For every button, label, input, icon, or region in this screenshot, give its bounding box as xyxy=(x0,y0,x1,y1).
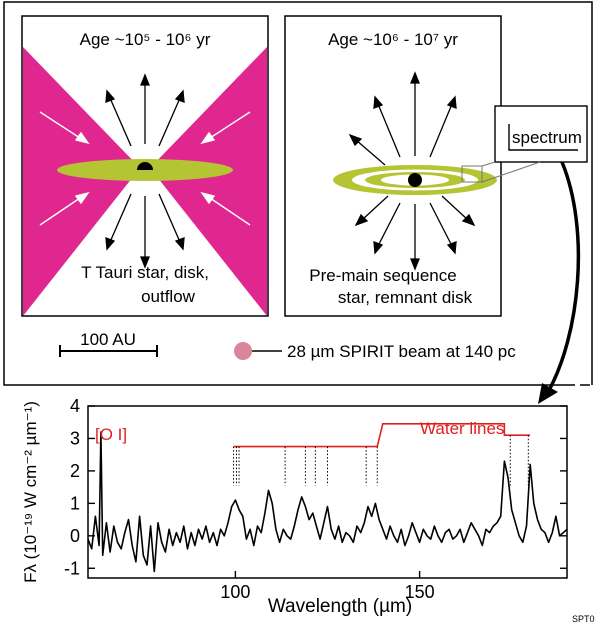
outflow-arrows-left xyxy=(105,73,185,269)
x-axis-label: Wavelength (µm) xyxy=(268,596,412,617)
x-tick-label: 100 xyxy=(220,582,250,602)
x-tick-label: 150 xyxy=(405,582,435,602)
right-caption-line1: Pre-main sequence xyxy=(309,266,456,285)
inflow-arrows xyxy=(39,111,251,226)
spectrum-region-marker xyxy=(461,165,483,183)
outflow-cone-right xyxy=(150,47,267,316)
water-bracket-link xyxy=(376,423,531,447)
spectrum-callout-icon xyxy=(508,124,578,151)
y-axis-ticks: -1 0 1 2 3 4 xyxy=(64,396,567,578)
beam-label: 28 µm SPIRIT beam at 140 pc xyxy=(287,342,516,361)
y-tick-label: 3 xyxy=(70,428,80,448)
left-age-label: Age ~10⁵ - 10⁶ yr xyxy=(80,30,211,49)
outflow-cone-left xyxy=(23,47,140,316)
right-age-label: Age ~10⁶ - 10⁷ yr xyxy=(328,30,458,49)
plot-frame xyxy=(87,405,568,579)
x-axis-ticks: 100 150 xyxy=(220,571,435,602)
beam-circle xyxy=(234,342,252,360)
water-line-markers xyxy=(233,423,531,486)
spectrum-chart: -1 0 1 2 3 4 100 150 [O I] Water lines Wavelen… xyxy=(21,396,595,624)
left-panel: Age ~10⁵ - 10⁶ yr T Tauri star, disk, ou… xyxy=(21,15,269,317)
right-panel: spectrum Age ~10⁶ - 10⁷ yr Pre-main sequ… xyxy=(284,15,588,317)
spectrum-label: spectrum xyxy=(512,128,582,147)
water-lines-annotation: Water lines xyxy=(420,419,504,438)
spectrum-trace xyxy=(87,431,568,573)
figure-id: SPT0 xyxy=(572,614,595,624)
connector-arrow xyxy=(546,161,581,393)
y-tick-label: -1 xyxy=(64,558,80,578)
star xyxy=(137,162,153,170)
y-tick-label: 0 xyxy=(70,526,80,546)
left-caption-line2: outflow xyxy=(141,287,196,306)
y-tick-label: 2 xyxy=(70,461,80,481)
outflow-arrows-right xyxy=(348,71,476,271)
y-tick-label: 1 xyxy=(70,493,80,513)
outer-frame xyxy=(3,1,593,386)
scale-bar: 100 AU xyxy=(59,330,158,357)
spectrum-callout-box xyxy=(494,105,588,163)
oi-annotation: [O I] xyxy=(95,425,127,444)
y-axis-label: Fλ (10⁻¹⁹ W cm⁻² µm⁻¹) xyxy=(21,401,40,583)
left-caption-line1: T Tauri star, disk, xyxy=(81,263,209,282)
right-caption-line2: star, remnant disk xyxy=(338,288,473,307)
pre-main-sequence-star xyxy=(408,173,422,187)
beam-indicator: 28 µm SPIRIT beam at 140 pc xyxy=(234,342,516,361)
y-tick-label: 4 xyxy=(70,396,80,416)
scale-bar-label: 100 AU xyxy=(80,330,136,349)
